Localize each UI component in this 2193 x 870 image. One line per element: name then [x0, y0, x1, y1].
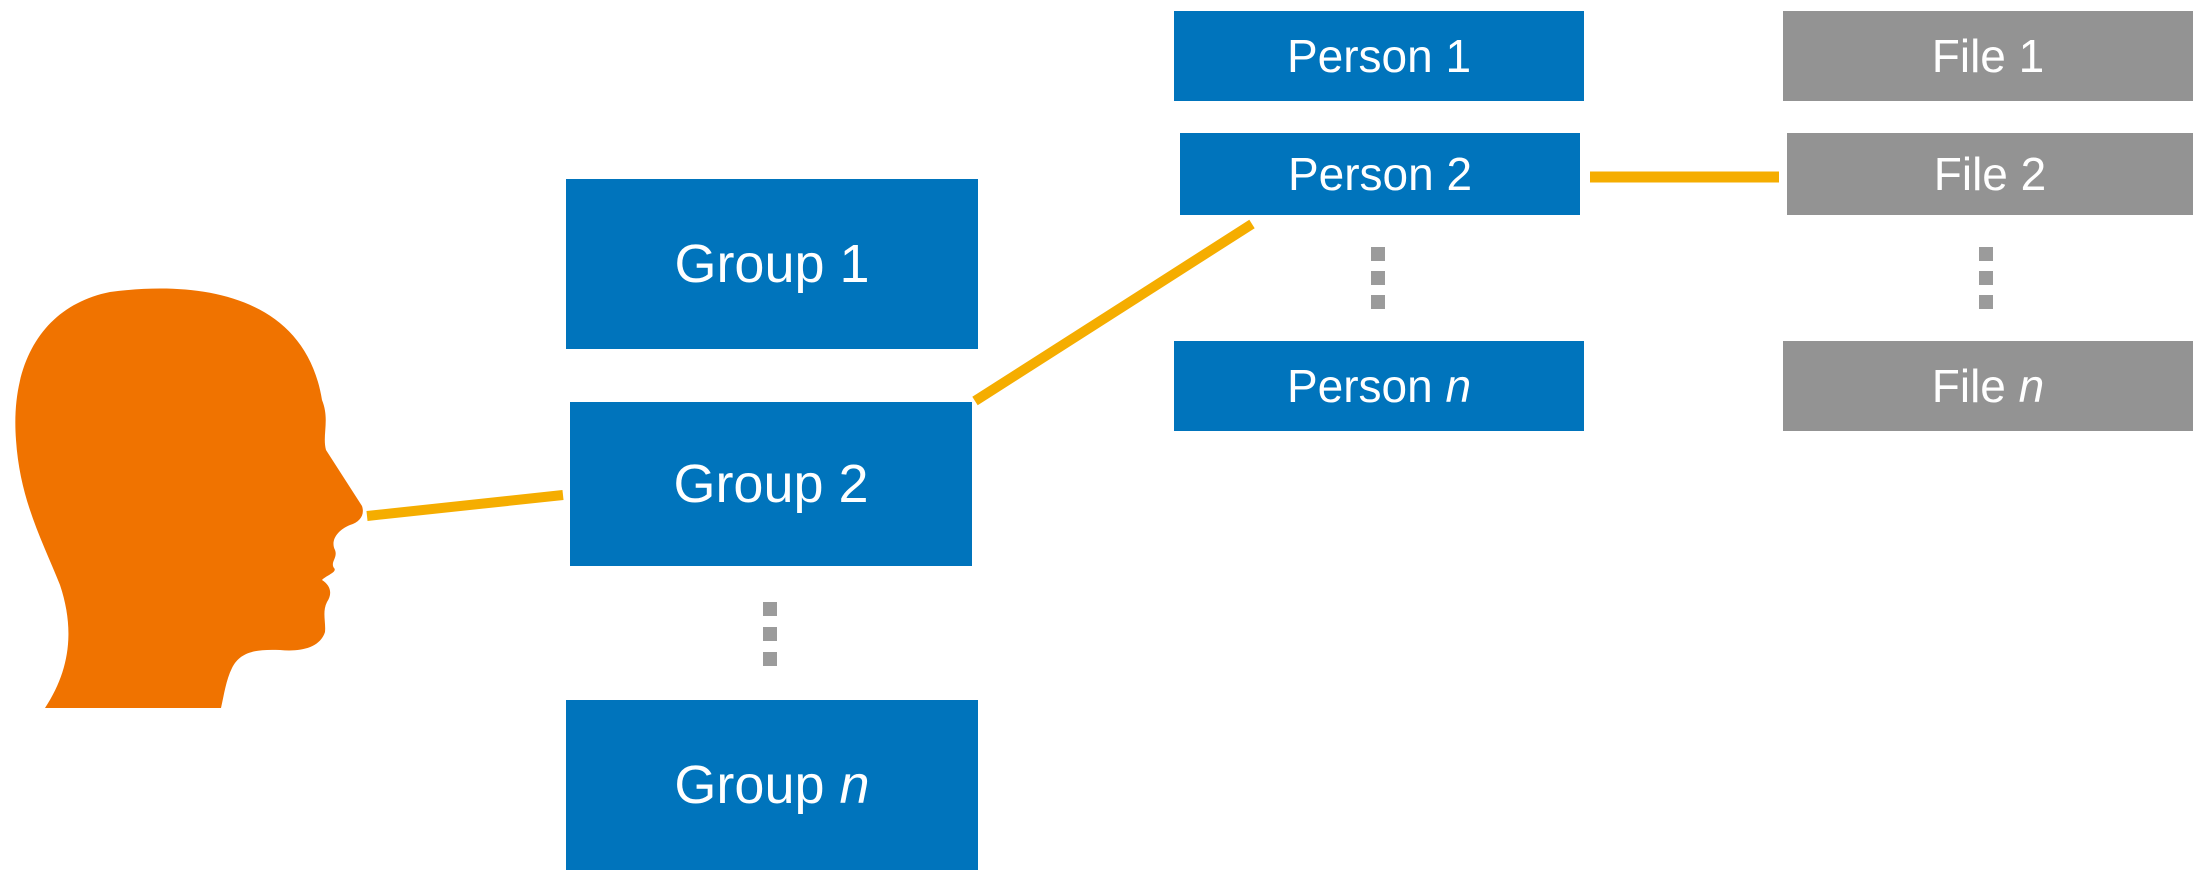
- person-1-box[interactable]: Person 1: [1174, 11, 1584, 101]
- connector-group2-to-person2: [972, 219, 1255, 406]
- person-2-label: Person 2: [1287, 148, 1473, 200]
- group-2-label: Group 2: [673, 454, 869, 514]
- head-silhouette-icon: [15, 288, 363, 708]
- connector-head-to-group2: [366, 490, 564, 521]
- person-n-box[interactable]: Person n: [1174, 341, 1584, 431]
- person-2-box[interactable]: Person 2: [1180, 133, 1580, 215]
- file-2-label: File 2: [1933, 148, 2047, 200]
- file-n-label: File n: [1931, 360, 2045, 412]
- group-1-label: Group 1: [674, 234, 870, 294]
- person-1-label: Person 1: [1286, 30, 1472, 82]
- file-2-box[interactable]: File 2: [1787, 133, 2193, 215]
- file-n-box[interactable]: File n: [1783, 341, 2193, 431]
- group-n-label: Group n: [674, 755, 870, 815]
- file-1-label: File 1: [1931, 30, 2045, 82]
- group-2-box[interactable]: Group 2: [570, 402, 972, 566]
- group-1-box[interactable]: Group 1: [566, 179, 978, 349]
- group-n-box[interactable]: Group n: [566, 700, 978, 870]
- person-n-label: Person n: [1286, 360, 1472, 412]
- file-1-box[interactable]: File 1: [1783, 11, 2193, 101]
